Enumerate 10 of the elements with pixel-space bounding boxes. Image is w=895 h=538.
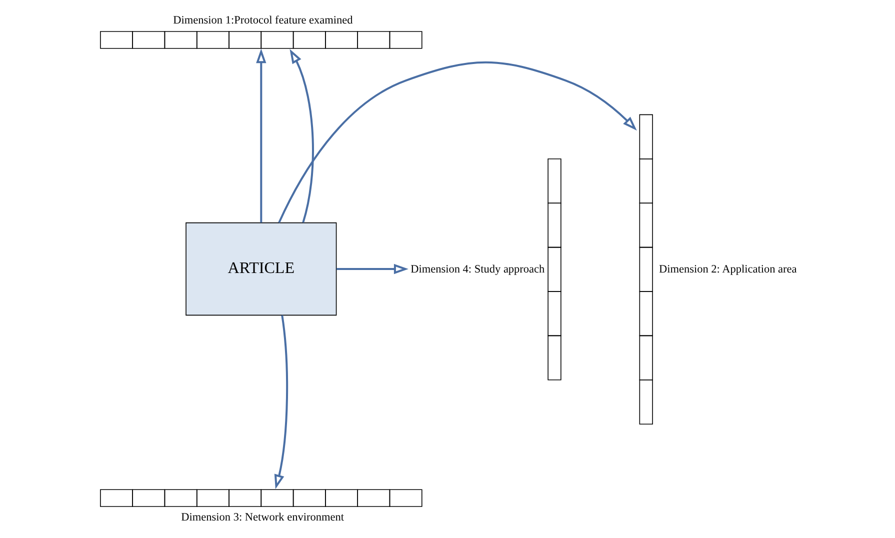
node-label: Dimension 4: Study approach — [410, 263, 544, 276]
node-label: Dimension 2: Application area — [658, 263, 796, 276]
node-box: ARTICLE — [185, 222, 336, 316]
node-label: Dimension 3: Network environment — [180, 511, 344, 524]
arrow — [289, 48, 314, 223]
arrow — [278, 61, 636, 224]
arrow — [256, 48, 266, 223]
arrow — [274, 315, 288, 490]
arrow — [336, 264, 408, 274]
node-label: Dimension 1:Protocol feature examined — [172, 14, 352, 27]
